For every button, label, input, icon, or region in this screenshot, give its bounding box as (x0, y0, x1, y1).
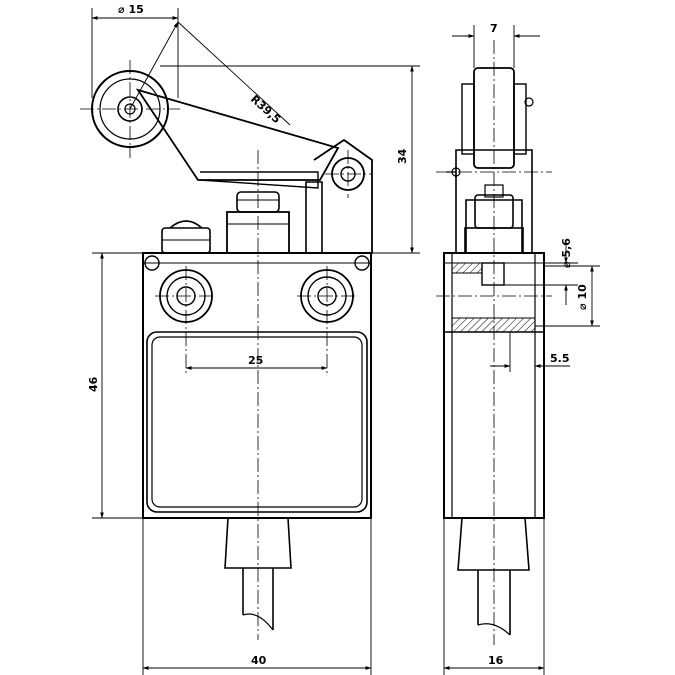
dim-actuator-height: 34 (396, 148, 409, 164)
front-cover (146, 331, 368, 513)
dim-side-offset: 5.5 (550, 352, 570, 365)
dim-hole-spacing: 25 (248, 354, 263, 367)
dim-lever-radius: R39,5 (248, 93, 283, 126)
dim-body-width: 40 (251, 654, 267, 667)
dim-body-depth: 16 (488, 654, 504, 667)
side-view (436, 40, 552, 645)
top-screw (161, 220, 211, 254)
dim-body-height: 46 (87, 376, 100, 392)
dim-roller-diameter: ⌀ 15 (118, 3, 144, 16)
dim-hole-diameter: ⌀ 5,6 (560, 238, 573, 268)
dimensions (91, 8, 600, 675)
corner-screw-left (144, 255, 160, 271)
front-view (80, 60, 373, 640)
corner-screw-right (354, 255, 370, 271)
roller-side (461, 67, 534, 169)
section-hatch-lower (451, 317, 536, 333)
dim-roller-width: 7 (490, 22, 498, 35)
cable-side (457, 517, 530, 636)
dim-counterbore-diameter: ⌀ 10 (576, 284, 589, 310)
centerlines-side (436, 40, 552, 645)
section-hatch-upper (451, 262, 483, 274)
